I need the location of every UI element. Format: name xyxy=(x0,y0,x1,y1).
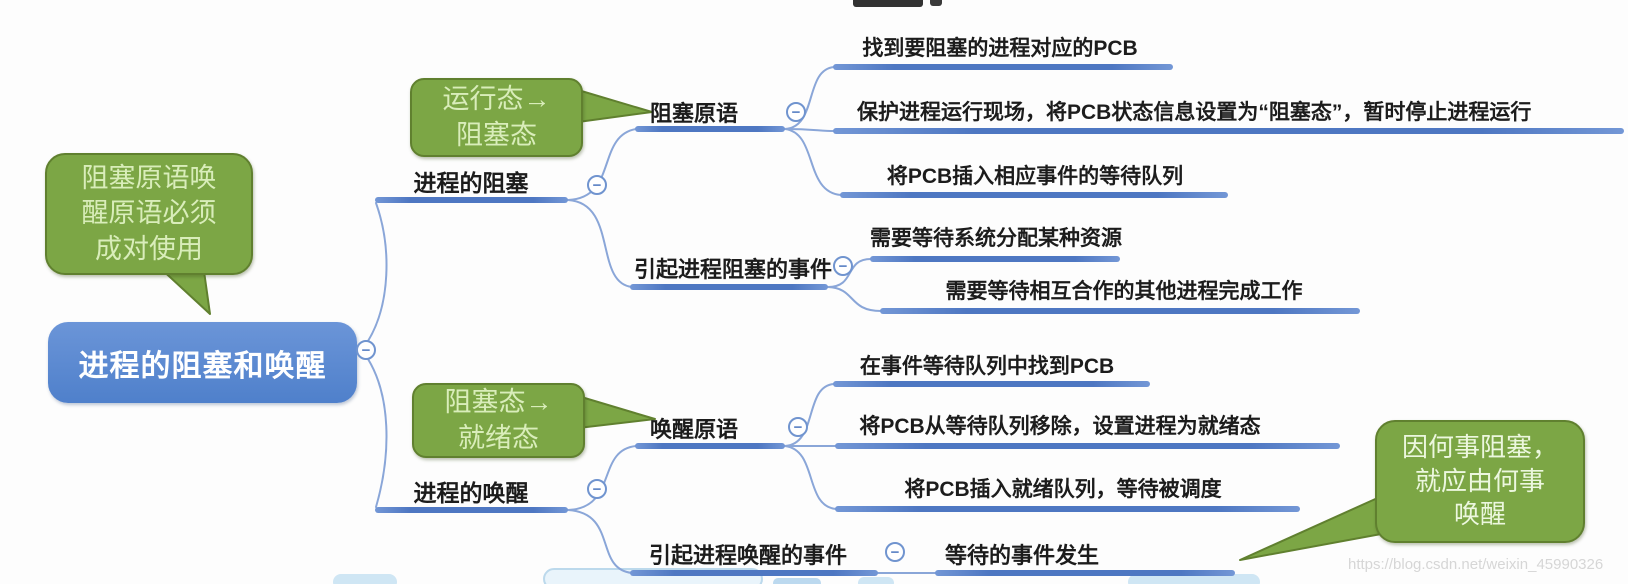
wake-step-1[interactable]: 在事件等待队列中找到PCB xyxy=(859,355,1115,378)
callout-line: 就绪态 xyxy=(458,422,539,453)
collapse-icon[interactable]: − xyxy=(587,175,607,195)
wire-wake-to-primitive xyxy=(567,445,637,511)
run-to-block-tail xyxy=(577,89,653,123)
callout-line: 就应由何事 xyxy=(1414,465,1545,496)
collapse-icon[interactable]: − xyxy=(885,542,905,562)
collapse-icon[interactable]: − xyxy=(356,340,376,360)
callout-line: 唤醒 xyxy=(1453,499,1506,530)
block-step-2[interactable]: 保护进程运行现场，将PCB状态信息设置为“阻塞态”，暂时停止进程运行 xyxy=(857,101,1532,124)
block-event-2-underline xyxy=(880,308,1360,314)
wire-block-to-primitive xyxy=(567,128,637,201)
wire-wake-to-events xyxy=(567,509,633,574)
wire-block-to-events xyxy=(567,199,633,288)
wake-step-2[interactable]: 将PCB从等待队列移除，设置进程为就绪态 xyxy=(859,415,1261,438)
wire-root-to-wake xyxy=(367,358,388,508)
callout-line: 阻塞原语唤 xyxy=(81,163,217,194)
wake-events-underline xyxy=(630,570,878,576)
cropped-bottom-artifact xyxy=(333,574,397,584)
block-primitive-underline xyxy=(635,126,785,132)
block-step-1-underline xyxy=(833,64,1173,70)
wake-step-1-underline xyxy=(833,381,1150,387)
block-step-2-underline xyxy=(833,128,1624,134)
collapse-icon[interactable]: − xyxy=(587,479,607,499)
wake-step-2-underline xyxy=(835,443,1340,449)
branch-wake-underline xyxy=(375,507,568,513)
callout-line: 阻塞态 xyxy=(456,119,537,150)
wake-events-label[interactable]: 引起进程唤醒的事件 xyxy=(648,543,848,568)
wake-event-1-underline xyxy=(935,570,1235,576)
callout-wake-note: 因何事阻塞， 就应由何事 唤醒 xyxy=(1375,420,1585,543)
cropped-bottom-artifact xyxy=(773,578,821,584)
block-events-label[interactable]: 引起进程阻塞的事件 xyxy=(633,257,833,282)
branch-wake-label[interactable]: 进程的唤醒 xyxy=(413,480,529,506)
block-event-2[interactable]: 需要等待相互合作的其他进程完成工作 xyxy=(945,280,1303,303)
callout-line: 运行态→ xyxy=(442,84,551,115)
block-events-underline xyxy=(630,284,828,290)
watermark-text: https://blog.csdn.net/weixin_45990326 xyxy=(1348,556,1604,573)
cropped-top-artifact xyxy=(930,0,942,6)
wake-primitive-label[interactable]: 唤醒原语 xyxy=(649,417,739,442)
cropped-bottom-artifact xyxy=(858,577,894,584)
wake-event-1[interactable]: 等待的事件发生 xyxy=(944,543,1100,568)
branch-block-label[interactable]: 进程的阻塞 xyxy=(413,170,529,196)
wake-step-3[interactable]: 将PCB插入就绪队列，等待被调度 xyxy=(904,478,1222,501)
callout-line: 醒原语必须 xyxy=(81,198,217,229)
block-primitive-label[interactable]: 阻塞原语 xyxy=(649,101,739,126)
block-event-1[interactable]: 需要等待系统分配某种资源 xyxy=(870,227,1122,250)
callout-pair-note: 阻塞原语唤 醒原语必须 成对使用 xyxy=(45,153,253,275)
collapse-icon[interactable]: − xyxy=(786,102,806,122)
callout-run-to-block: 运行态→ 阻塞态 xyxy=(410,78,583,157)
cropped-bottom-artifact xyxy=(1128,574,1260,584)
cropped-top-artifact xyxy=(853,0,923,7)
callout-line: 因何事阻塞， xyxy=(1401,431,1558,462)
wake-primitive-underline xyxy=(635,443,785,449)
block-step-1[interactable]: 找到要阻塞的进程对应的PCB xyxy=(862,37,1138,60)
branch-block-underline xyxy=(375,197,568,203)
wake-step-3-underline xyxy=(835,506,1300,512)
collapse-icon[interactable]: − xyxy=(833,256,853,276)
block-event-1-underline xyxy=(870,256,1120,262)
root-node[interactable]: 进程的阻塞和唤醒 xyxy=(48,322,357,403)
callout-line: 成对使用 xyxy=(95,233,203,264)
collapse-icon[interactable]: − xyxy=(788,417,808,437)
wire-root-to-block xyxy=(367,202,388,342)
callout-line: 阻塞态→ xyxy=(444,387,553,418)
block-step-3[interactable]: 将PCB插入相应事件的等待队列 xyxy=(886,165,1184,188)
block-step-3-underline xyxy=(840,192,1228,198)
block-to-ready-tail xyxy=(577,395,656,429)
callout-block-to-ready: 阻塞态→ 就绪态 xyxy=(412,383,585,458)
